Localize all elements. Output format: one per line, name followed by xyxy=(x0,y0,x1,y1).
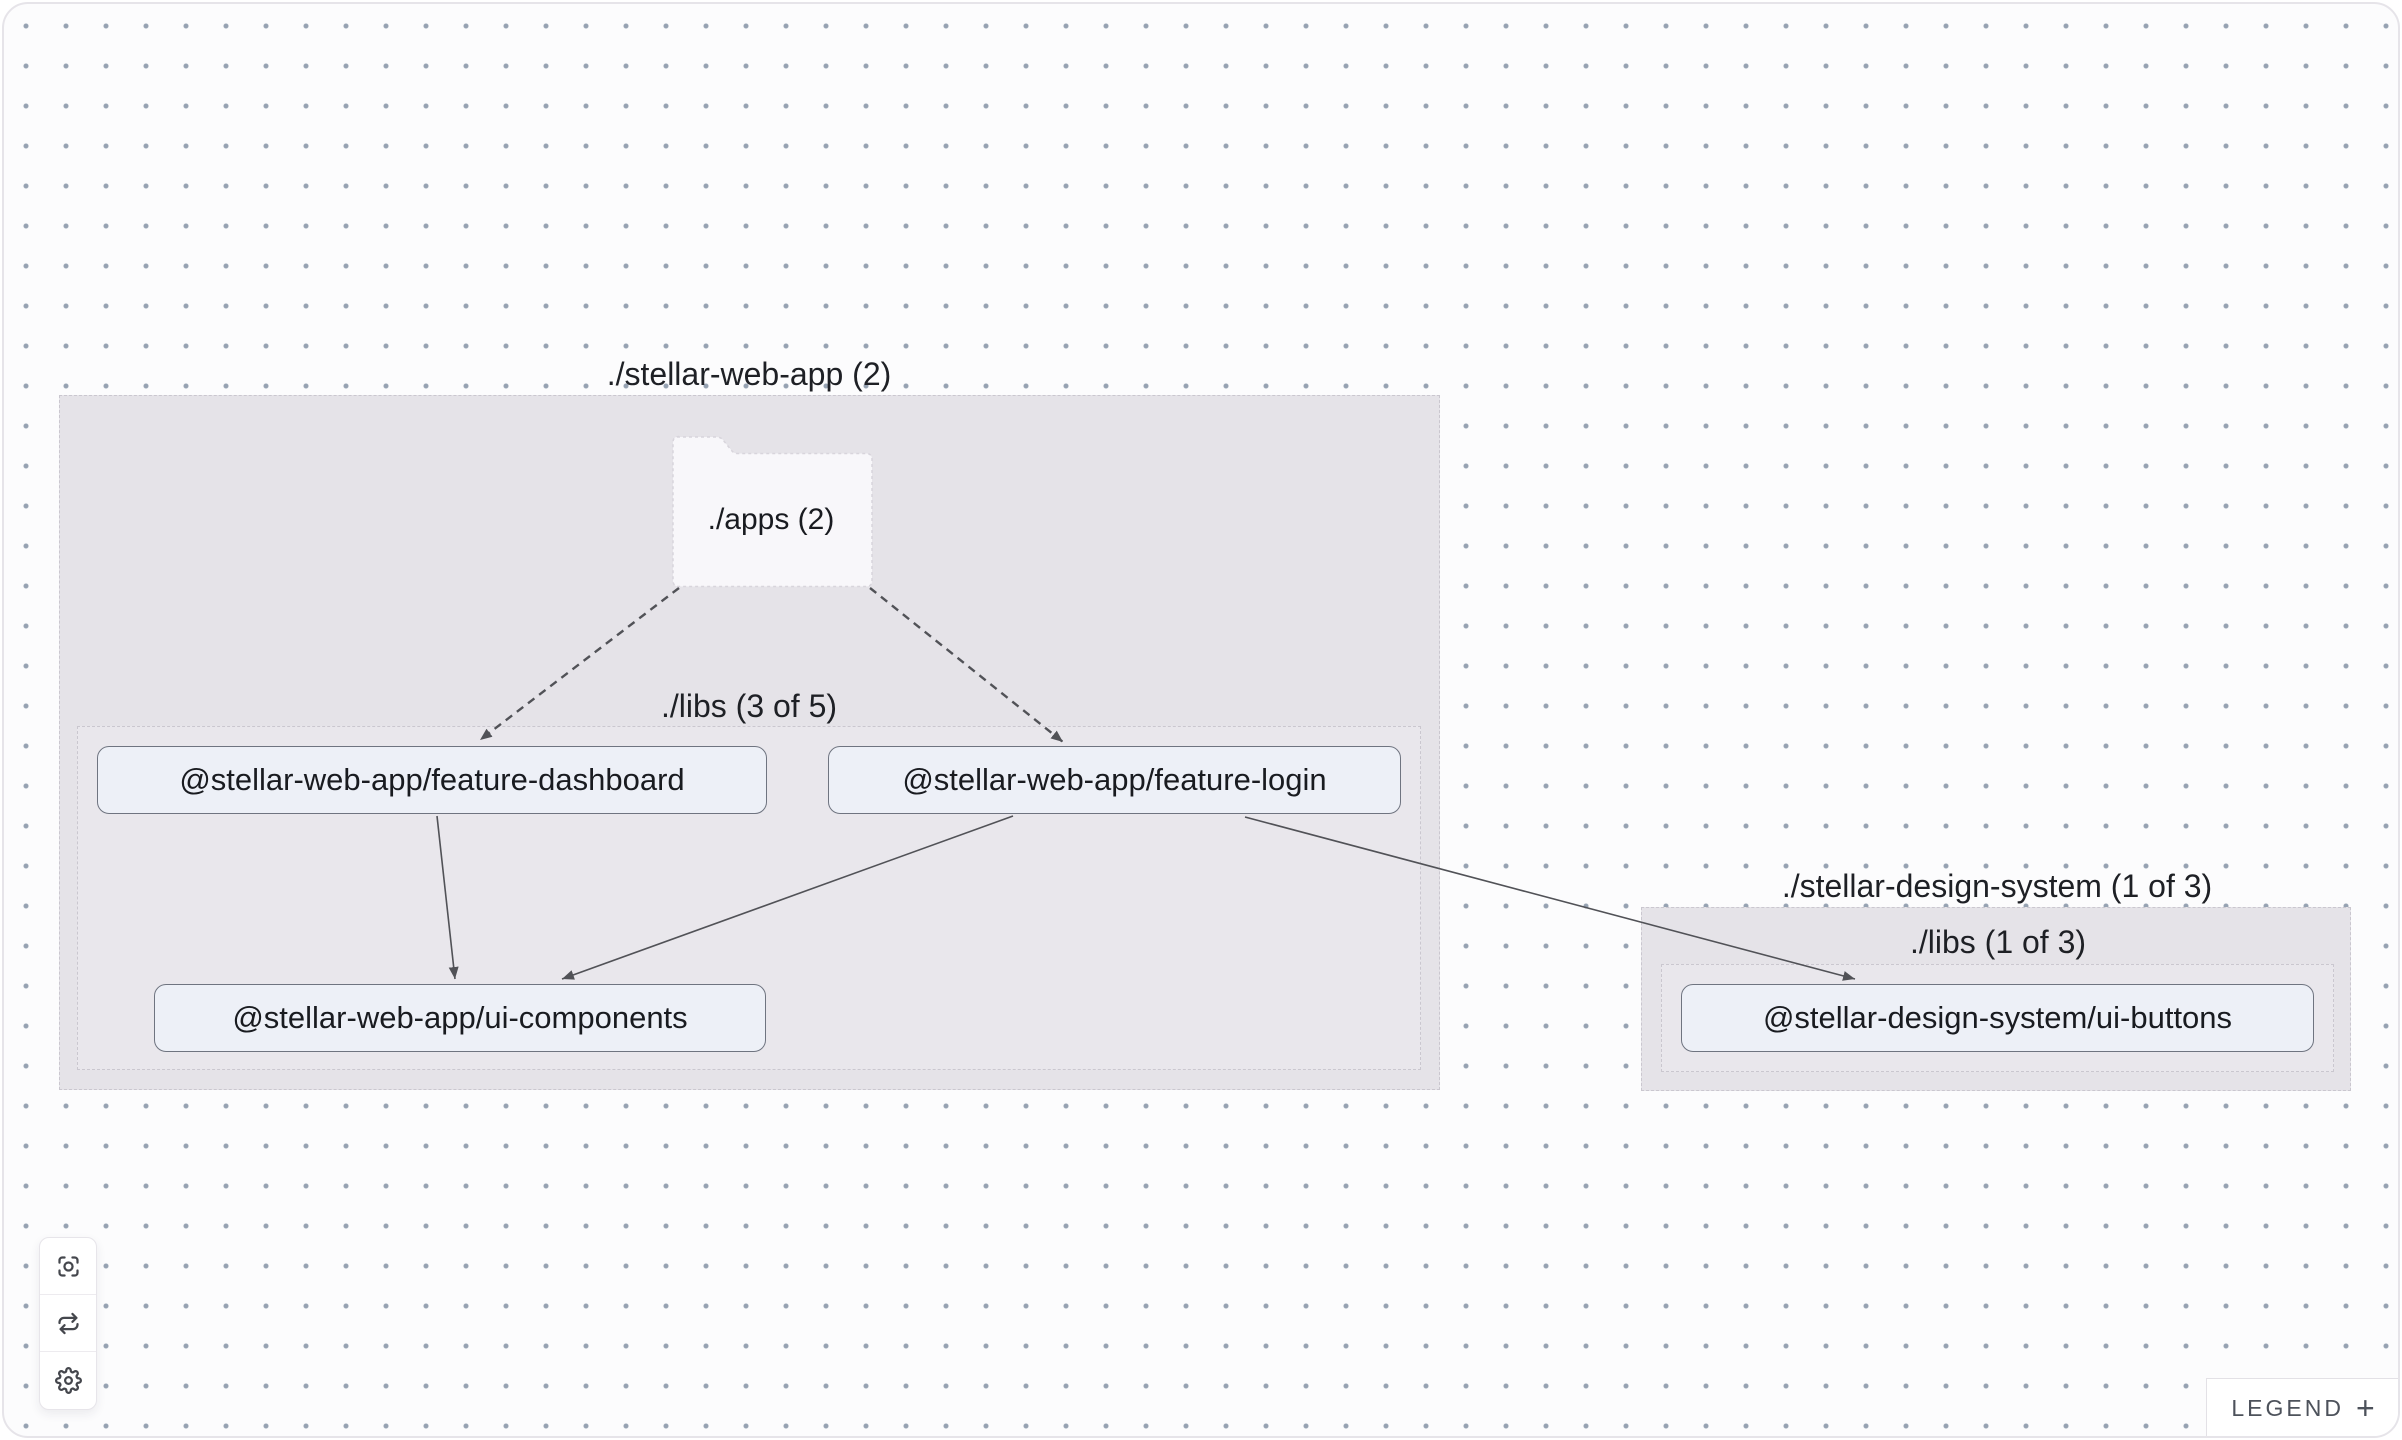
cluster-label-stellar-design-system: ./stellar-design-system (1 of 3) xyxy=(1781,868,2213,904)
folder-node-apps-label: ./apps (2) xyxy=(707,503,835,536)
canvas-controls-panel xyxy=(39,1237,97,1410)
legend-label: LEGEND xyxy=(2231,1394,2344,1421)
refresh-graph-button[interactable] xyxy=(40,1295,96,1352)
legend-toggle[interactable]: LEGEND + xyxy=(2206,1378,2398,1436)
focus-center-icon xyxy=(57,1255,79,1277)
cluster-label-web-app-libs: ./libs (3 of 5) xyxy=(660,688,838,724)
settings-button[interactable] xyxy=(40,1352,96,1409)
settings-gear-icon xyxy=(54,1367,82,1394)
refresh-icon xyxy=(57,1312,79,1334)
node-feature-dashboard[interactable]: @stellar-web-app/feature-dashboard xyxy=(97,746,767,814)
folder-node-apps[interactable] xyxy=(670,434,874,590)
folder-icon xyxy=(672,435,873,588)
cluster-label-stellar-web-app: ./stellar-web-app (2) xyxy=(606,356,892,392)
center-graph-button[interactable] xyxy=(40,1238,96,1295)
node-feature-login[interactable]: @stellar-web-app/feature-login xyxy=(828,746,1401,814)
legend-expand-plus-icon: + xyxy=(2355,1389,2375,1426)
cluster-label-design-system-libs: ./libs (1 of 3) xyxy=(1909,924,2087,960)
node-ui-components[interactable]: @stellar-web-app/ui-components xyxy=(154,984,766,1052)
node-ui-buttons[interactable]: @stellar-design-system/ui-buttons xyxy=(1681,984,2314,1052)
